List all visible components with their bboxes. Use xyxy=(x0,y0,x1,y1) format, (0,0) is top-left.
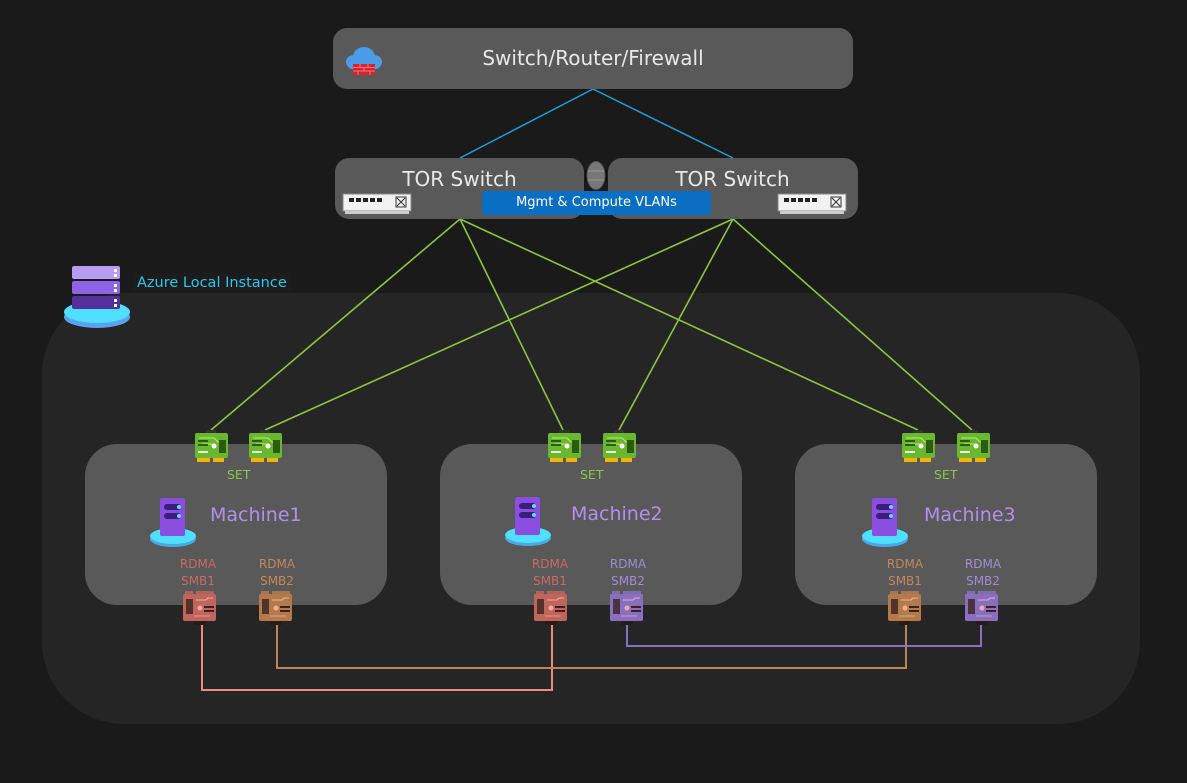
server-icon xyxy=(149,496,197,548)
vlan-badge: Mgmt & Compute VLANs xyxy=(482,191,711,215)
network-switch-icon xyxy=(777,193,847,215)
tor1-m3nic1 xyxy=(459,218,919,431)
set-nic-icon xyxy=(194,430,230,464)
core-switch-label: Switch/Router/Firewall xyxy=(482,46,704,70)
set-label: SET xyxy=(934,467,958,482)
set-nic-icon xyxy=(602,430,638,464)
uplink-line-tor1 xyxy=(459,88,594,159)
set-nic-icon xyxy=(248,430,284,464)
set-nic-icon xyxy=(956,430,992,464)
network-switch-icon xyxy=(342,193,412,215)
machine-2-name: Machine2 xyxy=(571,503,663,525)
rdma-nic-icon xyxy=(533,591,569,627)
core-switch-router-firewall xyxy=(333,28,853,89)
rdma-nic-icon xyxy=(182,591,218,627)
tor-switch-2-label: TOR Switch xyxy=(675,167,790,191)
storage-link-smb1 xyxy=(201,625,553,691)
tor-switch-1-label: TOR Switch xyxy=(402,167,517,191)
storage-link-smb2-m2-m3 xyxy=(626,625,982,647)
stack-link-icon xyxy=(585,160,607,191)
set-label: SET xyxy=(580,467,604,482)
machine-3-name: Machine3 xyxy=(924,504,1016,526)
machine-1 xyxy=(85,444,387,605)
tor1-m1nic1 xyxy=(210,218,461,431)
cluster-label: Azure Local Instance xyxy=(133,273,291,293)
uplink-line-tor2 xyxy=(592,88,734,159)
set-label: SET xyxy=(227,467,251,482)
uplink-lines xyxy=(459,88,734,159)
tor2-m1nic2 xyxy=(264,218,734,431)
server-stack-icon xyxy=(62,264,132,330)
rdma-nic-icon xyxy=(609,591,645,627)
machine-2 xyxy=(440,444,742,605)
tor1-m2nic1 xyxy=(459,218,564,431)
tor2-m2nic2 xyxy=(618,218,734,431)
set-nic-icon xyxy=(901,430,937,464)
tor-to-nic-lines xyxy=(210,218,973,431)
rdma-nic-icon xyxy=(964,591,1000,627)
machine-1-name: Machine1 xyxy=(210,504,302,526)
server-icon xyxy=(504,495,552,547)
cloud-firewall-icon xyxy=(344,42,384,78)
tor2-m3nic2 xyxy=(732,218,973,431)
rdma-nic-icon xyxy=(258,591,294,627)
set-nic-icon xyxy=(547,430,583,464)
machine-3 xyxy=(795,444,1097,605)
rdma-nic-icon xyxy=(887,591,923,627)
server-icon xyxy=(861,496,909,548)
